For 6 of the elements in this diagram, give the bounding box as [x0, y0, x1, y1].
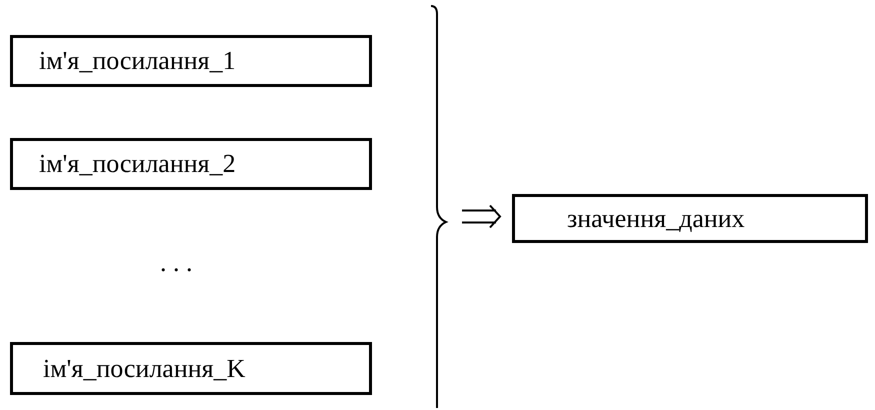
text-box: ім'я_посилання_1: [10, 35, 372, 87]
double-arrow: [461, 204, 502, 228]
text-box: значення_даних: [512, 194, 868, 243]
text-box: ім'я_посилання_2: [10, 138, 372, 190]
text-box: ім'я_посилання_K: [10, 342, 372, 395]
ellipsis: . . .: [160, 250, 192, 276]
